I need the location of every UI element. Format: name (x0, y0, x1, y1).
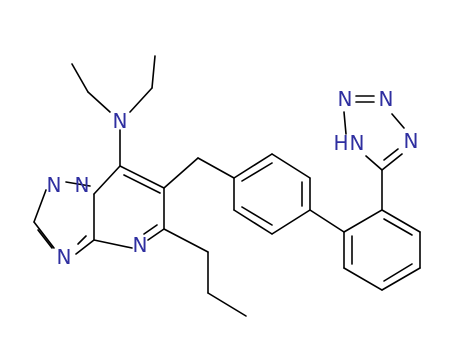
bond (37, 229, 53, 249)
bond (271, 209, 311, 235)
amine-nitrogen-label: N (113, 109, 128, 133)
bond (87, 91, 111, 113)
bond (123, 174, 161, 194)
bond (93, 165, 121, 195)
tetrazole-nitrogen-label: N (379, 87, 394, 111)
bond (147, 228, 165, 241)
bond (343, 267, 383, 291)
bond (233, 153, 273, 179)
bond (207, 292, 247, 317)
atom-label-layer: N N N N N N N N N H (47, 87, 419, 269)
bond (391, 113, 405, 129)
bond (381, 267, 421, 291)
bond (33, 221, 55, 249)
bond (151, 55, 156, 89)
pyrimidine-nitrogen-label: N (133, 233, 148, 257)
bond (241, 206, 273, 226)
tetrazole-nitrogen-label: N (404, 129, 419, 153)
bond-layer (33, 55, 421, 317)
bond (65, 181, 91, 187)
bond (381, 153, 403, 171)
bond (77, 235, 87, 245)
bond (343, 111, 347, 135)
triazole-nitrogen-label: N (57, 245, 72, 269)
bond (271, 153, 311, 179)
bond (381, 209, 421, 233)
bond (71, 63, 89, 93)
bond (383, 218, 413, 236)
bond (233, 209, 273, 235)
tetrazole-nh-nitrogen-label: N (350, 131, 365, 155)
triazole-nitrogen-label: N (75, 173, 90, 197)
bond (163, 228, 209, 253)
tetrazole-nitrogen-label: N (338, 87, 353, 111)
bond (383, 148, 399, 161)
bond (163, 157, 199, 189)
bond (241, 162, 273, 182)
bond (197, 157, 235, 179)
bond (33, 189, 47, 223)
tetrazole-hydrogen-label: H (333, 131, 348, 155)
bond (309, 209, 345, 233)
bond (383, 263, 413, 282)
bond (143, 224, 158, 235)
bond (119, 165, 165, 189)
bond (129, 87, 153, 113)
bond (75, 239, 95, 255)
triazole-nitrogen-label: N (47, 173, 62, 197)
bond (365, 155, 383, 171)
bond (343, 209, 383, 233)
bond (93, 239, 133, 249)
